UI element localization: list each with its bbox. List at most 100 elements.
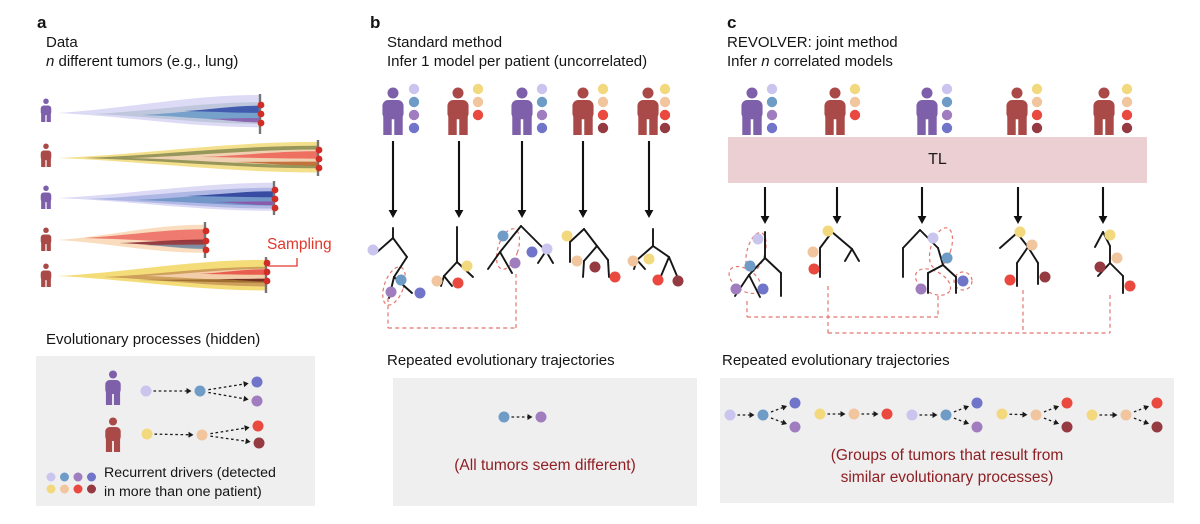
driver-dot-yellow	[996, 408, 1008, 420]
clone-layer	[184, 105, 259, 113]
driver-dot-purple	[971, 421, 983, 433]
patient-icon	[40, 185, 52, 209]
sample-dot	[263, 268, 271, 276]
patient-with-drivers	[637, 83, 671, 135]
trajectory-arrow	[1043, 417, 1060, 425]
tree-branch	[927, 264, 944, 274]
driver-dot-lavender	[941, 83, 953, 95]
sample-dot	[202, 227, 210, 235]
sample-dot	[271, 204, 279, 212]
patient-with-drivers	[741, 83, 778, 135]
trajectory-arrow	[770, 404, 788, 413]
driver-dot-maroon	[1039, 271, 1051, 283]
driver-dot-yellow	[472, 83, 484, 95]
tree-branch	[902, 229, 921, 249]
tree-branch	[1016, 246, 1029, 264]
inference-arrow	[832, 187, 842, 224]
driver-dot-blue	[941, 252, 953, 264]
trajectory-arrow	[953, 417, 970, 425]
driver-dot-purple	[941, 109, 953, 121]
trajectory-arrow	[1099, 412, 1118, 418]
fishplot-patient-4	[40, 222, 210, 258]
sample-dot	[271, 186, 279, 194]
driver-dot-lavender	[408, 83, 420, 95]
driver-dot-peach	[1120, 409, 1132, 421]
driver-dot-red	[472, 109, 484, 121]
driver-dot-violet	[536, 122, 548, 134]
tree-branch	[583, 245, 598, 262]
driver-dot-violet	[766, 122, 778, 134]
trajectory-arrow	[953, 405, 970, 413]
inference-arrow	[454, 141, 464, 218]
driver-dot-peach	[1031, 96, 1043, 108]
inference-arrow	[1013, 187, 1023, 224]
driver-dot-purple	[536, 109, 548, 121]
tree-branch	[937, 247, 944, 266]
patient-icon	[447, 87, 469, 135]
driver-dot-peach	[807, 246, 819, 258]
panel-c-subtitle: Infer n correlated models	[727, 53, 893, 70]
driver-dot-red	[452, 277, 464, 289]
driver-dot-red	[881, 408, 893, 420]
driver-dot-peach	[597, 96, 609, 108]
clone-layer	[136, 278, 265, 283]
patient-icon	[511, 87, 533, 135]
clone-layer	[212, 201, 273, 206]
driver-dot-blue	[395, 274, 407, 286]
tree-branch	[831, 231, 853, 250]
patient-icon	[40, 263, 52, 287]
driver-dot-lavender	[367, 244, 379, 256]
patient-icon	[1093, 87, 1115, 135]
patient-icon	[637, 87, 659, 135]
tree-branch	[748, 257, 766, 276]
transfer-learning-label: TL	[928, 151, 947, 168]
driver-dot-lavender	[906, 409, 918, 421]
patient-with-drivers	[824, 83, 861, 135]
driver-dot-yellow	[1086, 409, 1098, 421]
panel-a-title: Data	[46, 34, 78, 51]
phylogenetic-tree-3	[902, 227, 973, 296]
driver-dot-yellow	[849, 83, 861, 95]
tree-branch	[1109, 262, 1124, 277]
repeat-group-ellipse	[495, 228, 521, 270]
driver-dot-peach	[1111, 252, 1123, 264]
sample-dot	[263, 277, 271, 285]
patient-icon	[105, 370, 121, 405]
transfer-learning-box	[728, 137, 1147, 183]
legend-dot-peach	[60, 484, 69, 494]
legend-dot-yellow	[46, 484, 56, 494]
evolution-chain	[1086, 397, 1163, 433]
driver-dot-violet	[957, 275, 969, 287]
driver-dot-yellow	[141, 428, 153, 440]
fishplot-patient-5	[40, 257, 271, 293]
driver-dot-yellow	[659, 83, 671, 95]
driver-dot-maroon	[1151, 421, 1163, 433]
trajectory-arrow	[737, 412, 755, 418]
driver-dot-maroon	[589, 261, 601, 273]
trajectory-arrow	[511, 414, 533, 420]
tree-branch	[569, 228, 585, 243]
phylogenetic-tree-2	[431, 226, 474, 289]
sampling-callout-line	[268, 258, 298, 267]
trajectory-arrow	[1133, 417, 1150, 425]
driver-dot-purple	[385, 286, 397, 298]
driver-dot-maroon	[597, 122, 609, 134]
driver-dot-violet	[971, 397, 983, 409]
trajectory-arrow	[861, 411, 879, 417]
repeated-trajectories-box-b	[393, 378, 697, 506]
repeated-title-b: Repeated evolutionary trajectories	[387, 352, 615, 369]
driver-dot-red	[808, 263, 820, 275]
driver-dot-blue	[766, 96, 778, 108]
driver-dot-lavender	[766, 83, 778, 95]
driver-dot-yellow	[1014, 226, 1026, 238]
fishplot-patient-2	[40, 140, 323, 176]
patient-icon	[40, 98, 52, 122]
clone-layer	[187, 191, 273, 198]
patient-icon	[741, 87, 763, 135]
driver-dot-blue	[497, 230, 509, 242]
tree-branch	[660, 256, 670, 277]
repeated-title-c: Repeated evolutionary trajectories	[722, 352, 950, 369]
driver-dot-peach	[848, 408, 860, 420]
driver-dot-red	[659, 109, 671, 121]
driver-dot-peach	[849, 96, 861, 108]
